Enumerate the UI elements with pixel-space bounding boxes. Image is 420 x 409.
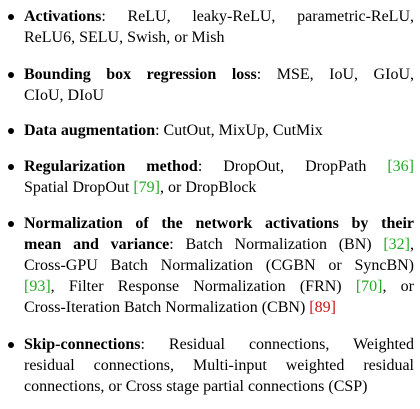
item-description: CIoU, DIoU — [24, 87, 104, 104]
bullet-icon — [8, 14, 14, 20]
citation-link[interactable]: [79] — [133, 179, 160, 196]
item-line: Spatial DropOut [79], or DropBlock — [24, 177, 414, 198]
item-line: [93], Filter Response Normalization (FRN… — [24, 276, 414, 297]
citation-link[interactable]: [36] — [387, 158, 414, 175]
item-line: Regularization method: DropOut, DropPath… — [24, 156, 414, 177]
item-description: : MSE, IoU, GIoU, — [256, 66, 414, 83]
item-text: Data augmentation: CutOut, MixUp, CutMix — [24, 120, 414, 141]
item-text: Bounding box regression loss: MSE, IoU, … — [24, 64, 414, 106]
item-term: Bounding box regression loss — [24, 66, 257, 83]
item-term: Activations — [24, 8, 102, 25]
item-description: residual connections, Multi-input weight… — [24, 357, 414, 374]
bullet-icon — [8, 221, 14, 227]
item-term: Data augmentation — [24, 122, 156, 139]
item-line: Cross-GPU Batch Normalization (CGBN or S… — [24, 255, 414, 276]
item-description: Cross-Iteration Batch Normalization (CBN… — [24, 299, 310, 316]
item-term: mean and variance — [24, 236, 170, 253]
bullet-icon — [8, 342, 14, 348]
item-description: : ReLU, leaky-ReLU, parametric-ReLU, — [101, 8, 414, 25]
item-text: Skip-connections: Residual connections, … — [24, 334, 414, 397]
item-description: : DropOut, DropPath — [197, 158, 388, 175]
item-line: Data augmentation: CutOut, MixUp, CutMix — [24, 120, 414, 141]
item-description: : CutOut, MixUp, CutMix — [155, 122, 323, 139]
bullet-icon — [8, 164, 14, 170]
item-line: ReLU6, SELU, Swish, or Mish — [24, 27, 414, 48]
item-description: , or DropBlock — [159, 179, 257, 196]
item-term: Regularization method — [24, 158, 198, 175]
item-line: Normalization of the network activations… — [24, 213, 414, 234]
item-line: Skip-connections: Residual connections, … — [24, 334, 414, 355]
citation-link[interactable]: [89] — [309, 299, 336, 316]
item-text: Regularization method: DropOut, DropPath… — [24, 156, 414, 198]
item-line: connections, or Cross stage partial conn… — [24, 376, 414, 397]
bullet-icon — [8, 72, 14, 78]
citation-link[interactable]: [93] — [24, 278, 51, 295]
item-term: Normalization of the network activations… — [24, 215, 414, 232]
item-description: ReLU6, SELU, Swish, or Mish — [24, 29, 225, 46]
item-line: residual connections, Multi-input weight… — [24, 355, 414, 376]
item-line: Cross-Iteration Batch Normalization (CBN… — [24, 297, 414, 318]
citation-link[interactable]: [70] — [355, 278, 383, 295]
item-description: , or — [382, 278, 415, 295]
item-description: connections, or Cross stage partial conn… — [24, 378, 368, 395]
item-line: mean and variance: Batch Normalization (… — [24, 236, 414, 253]
item-text: Normalization of the network activations… — [24, 213, 414, 318]
item-description: : Residual connections, Weighted — [140, 336, 414, 353]
item-description: : Batch Normalization (BN) — [169, 236, 384, 253]
item-line: Bounding box regression loss: MSE, IoU, … — [24, 64, 414, 85]
item-description: Spatial DropOut — [24, 179, 134, 196]
item-line: Activations: ReLU, leaky-ReLU, parametri… — [24, 6, 414, 27]
item-line: CIoU, DIoU — [24, 85, 414, 106]
item-text: Activations: ReLU, leaky-ReLU, parametri… — [24, 6, 414, 48]
bullet-icon — [8, 128, 14, 134]
item-description: Cross-GPU Batch Normalization (CGBN or S… — [24, 257, 414, 274]
citation-link[interactable]: [32] — [383, 236, 410, 253]
item-term: Skip-connections — [24, 336, 141, 353]
item-description: , Filter Response Normalization (FRN) — [50, 278, 356, 295]
